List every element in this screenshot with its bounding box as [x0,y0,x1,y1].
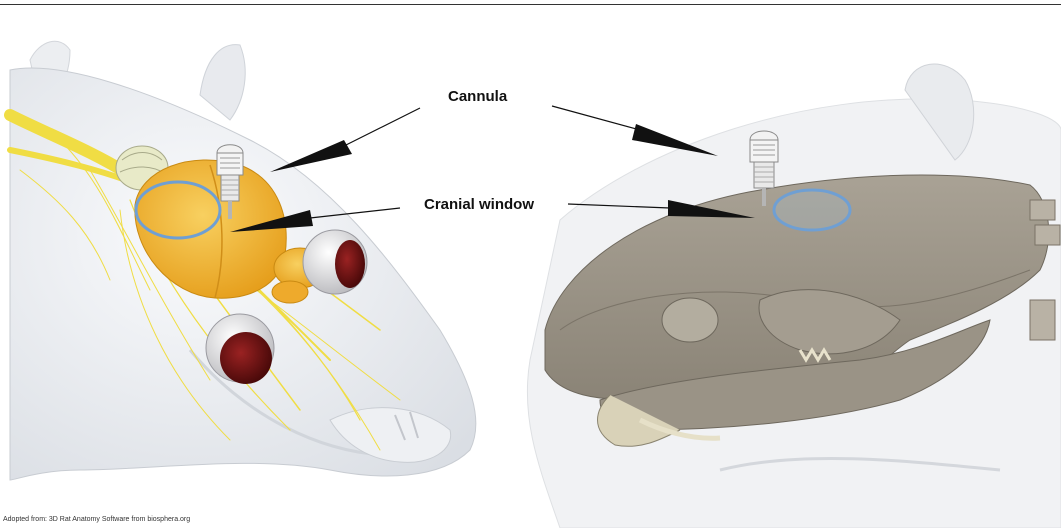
cannula-label: Cannula [448,88,507,105]
cranial-window-label: Cranial window [424,196,534,213]
arrow-cannula-left [270,140,352,172]
eye-upper [303,230,367,294]
right-rat-skull [527,64,1061,528]
cranial-window-right [774,190,850,230]
left-rat-head [10,41,476,480]
source-credit: Adopted from: 3D Rat Anatomy Software fr… [3,516,190,523]
